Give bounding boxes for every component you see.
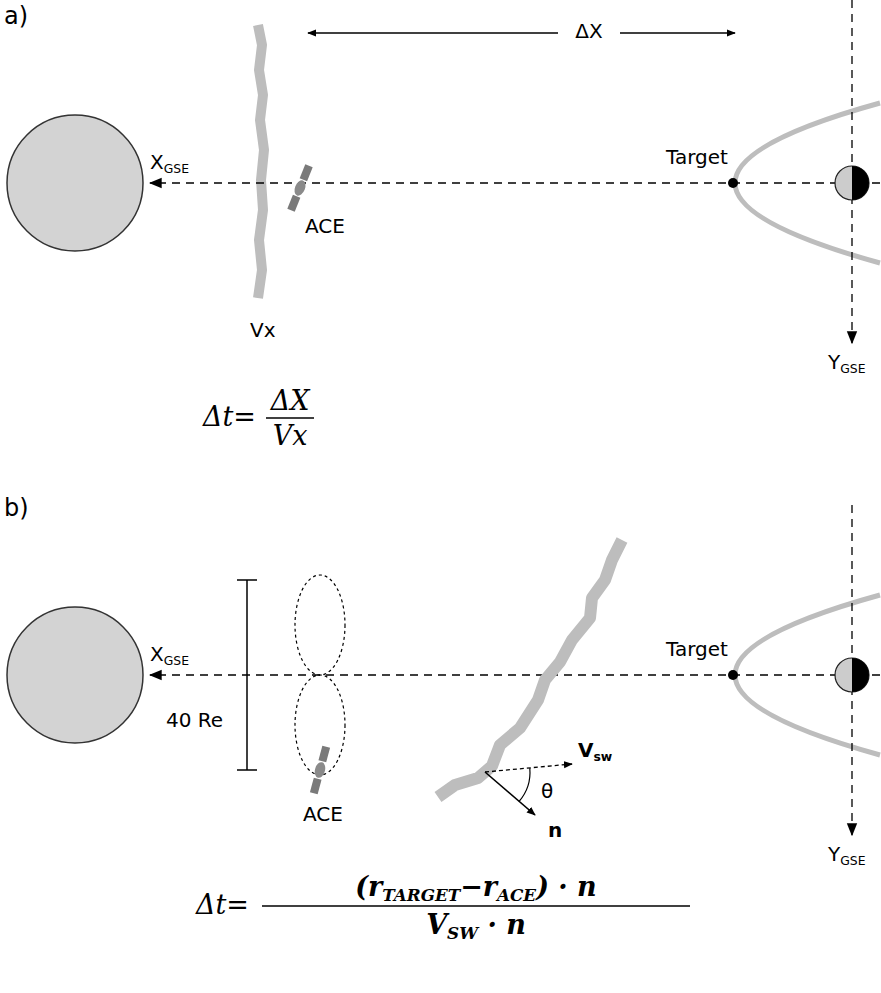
fraction-bar xyxy=(262,905,690,906)
formula-denominator: · n xyxy=(478,909,526,940)
panel-label-group: a) xyxy=(4,2,28,31)
target-label: Target xyxy=(666,637,728,661)
solar-panel xyxy=(287,195,300,212)
formula-term: Δt= xyxy=(196,889,249,920)
formula-numerator: ΔX xyxy=(271,385,310,416)
target-label-group: Target xyxy=(666,145,728,169)
formula-term-group: Δt= xyxy=(203,402,256,432)
target-label-group: Target xyxy=(666,637,728,661)
ace-satellite xyxy=(286,164,313,212)
range-bracket xyxy=(237,579,257,581)
axis-label-group: XGSE xyxy=(150,642,189,669)
solar-wind-front xyxy=(258,25,264,298)
formula-denominator: Vx xyxy=(273,420,308,451)
satellite-body xyxy=(313,761,327,779)
formula-numerator: ) · n xyxy=(536,871,597,902)
dimension-label: 40 Re xyxy=(166,708,223,732)
velocity-label-group: Vx xyxy=(250,318,276,342)
formula-term-group: Δt= xyxy=(196,890,249,920)
dimension-line xyxy=(620,32,735,33)
vector-label-group: Vsw xyxy=(578,738,612,765)
spacecraft-label: ACE xyxy=(305,214,345,238)
axis-label: GSE xyxy=(164,161,189,176)
satellite-body xyxy=(292,179,307,198)
vector-label-group: n xyxy=(548,818,562,842)
target-label: Target xyxy=(666,145,728,169)
halo-orbit xyxy=(295,675,345,775)
dimension-label-group: 40 Re xyxy=(166,708,223,732)
spacecraft-label-group: ACE xyxy=(303,802,343,826)
solar-panel xyxy=(310,778,322,795)
solar-panel xyxy=(318,746,330,763)
dimension-label-group: ΔX xyxy=(571,19,606,43)
solar-wind-front xyxy=(438,540,622,797)
formula-denominator: SW xyxy=(447,923,478,943)
axis-label: GSE xyxy=(840,361,865,376)
earth xyxy=(835,166,869,200)
formula-numerator: ACE xyxy=(497,885,536,905)
angle-label: θ xyxy=(541,779,553,803)
x-axis xyxy=(150,182,880,183)
vector-label: sw xyxy=(593,749,612,764)
formula-denominator-group: Vx xyxy=(273,421,308,451)
earth-night-side xyxy=(852,658,869,692)
formula-numerator-group: ΔX xyxy=(271,386,310,416)
spacecraft-label: ACE xyxy=(303,802,343,826)
formula-numerator: (r xyxy=(355,871,382,902)
axis-label: X xyxy=(150,642,164,666)
sun-disc xyxy=(7,607,143,743)
axis-label-group: XGSE xyxy=(150,150,189,177)
axis-label-group: YGSE xyxy=(828,842,866,869)
target-point xyxy=(728,178,738,188)
solar-panel xyxy=(300,164,313,181)
axis-label: Y xyxy=(828,842,840,866)
dimension-line xyxy=(308,32,558,33)
sun-disc xyxy=(7,115,143,251)
earth-night-side xyxy=(852,166,869,200)
panel-label: b) xyxy=(4,494,29,522)
formula-denominator-group: VSW · n xyxy=(426,910,526,942)
formula-numerator: −r xyxy=(460,871,497,902)
axis-label: X xyxy=(150,150,164,174)
axis-label: Y xyxy=(828,350,840,374)
axis-label-group: YGSE xyxy=(828,350,866,377)
normal-vector xyxy=(485,772,535,815)
formula-numerator: TARGET xyxy=(382,885,460,905)
earth xyxy=(835,658,869,692)
formula-term: Δt= xyxy=(203,401,256,432)
angle-label-group: θ xyxy=(541,779,553,803)
vector-label: n xyxy=(548,818,562,842)
formula-numerator-group: (rTARGET−rACE) · n xyxy=(355,872,596,904)
vector-label: V xyxy=(578,738,593,762)
formula-denominator: V xyxy=(426,909,447,940)
halo-orbit xyxy=(295,575,345,675)
axis-label: GSE xyxy=(164,653,189,668)
dimension-label: ΔX xyxy=(575,19,602,43)
panel-label: a) xyxy=(4,2,28,30)
ace-satellite xyxy=(309,746,331,795)
velocity-label: Vx xyxy=(250,318,276,342)
velocity-vector xyxy=(485,764,572,772)
panel-label-group: b) xyxy=(4,494,29,523)
angle-arc xyxy=(519,768,530,801)
target-point xyxy=(728,670,738,680)
spacecraft-label-group: ACE xyxy=(305,214,345,238)
axis-label: GSE xyxy=(840,853,865,868)
x-axis xyxy=(150,674,880,675)
fraction-bar xyxy=(266,417,314,418)
range-bracket xyxy=(237,769,257,771)
